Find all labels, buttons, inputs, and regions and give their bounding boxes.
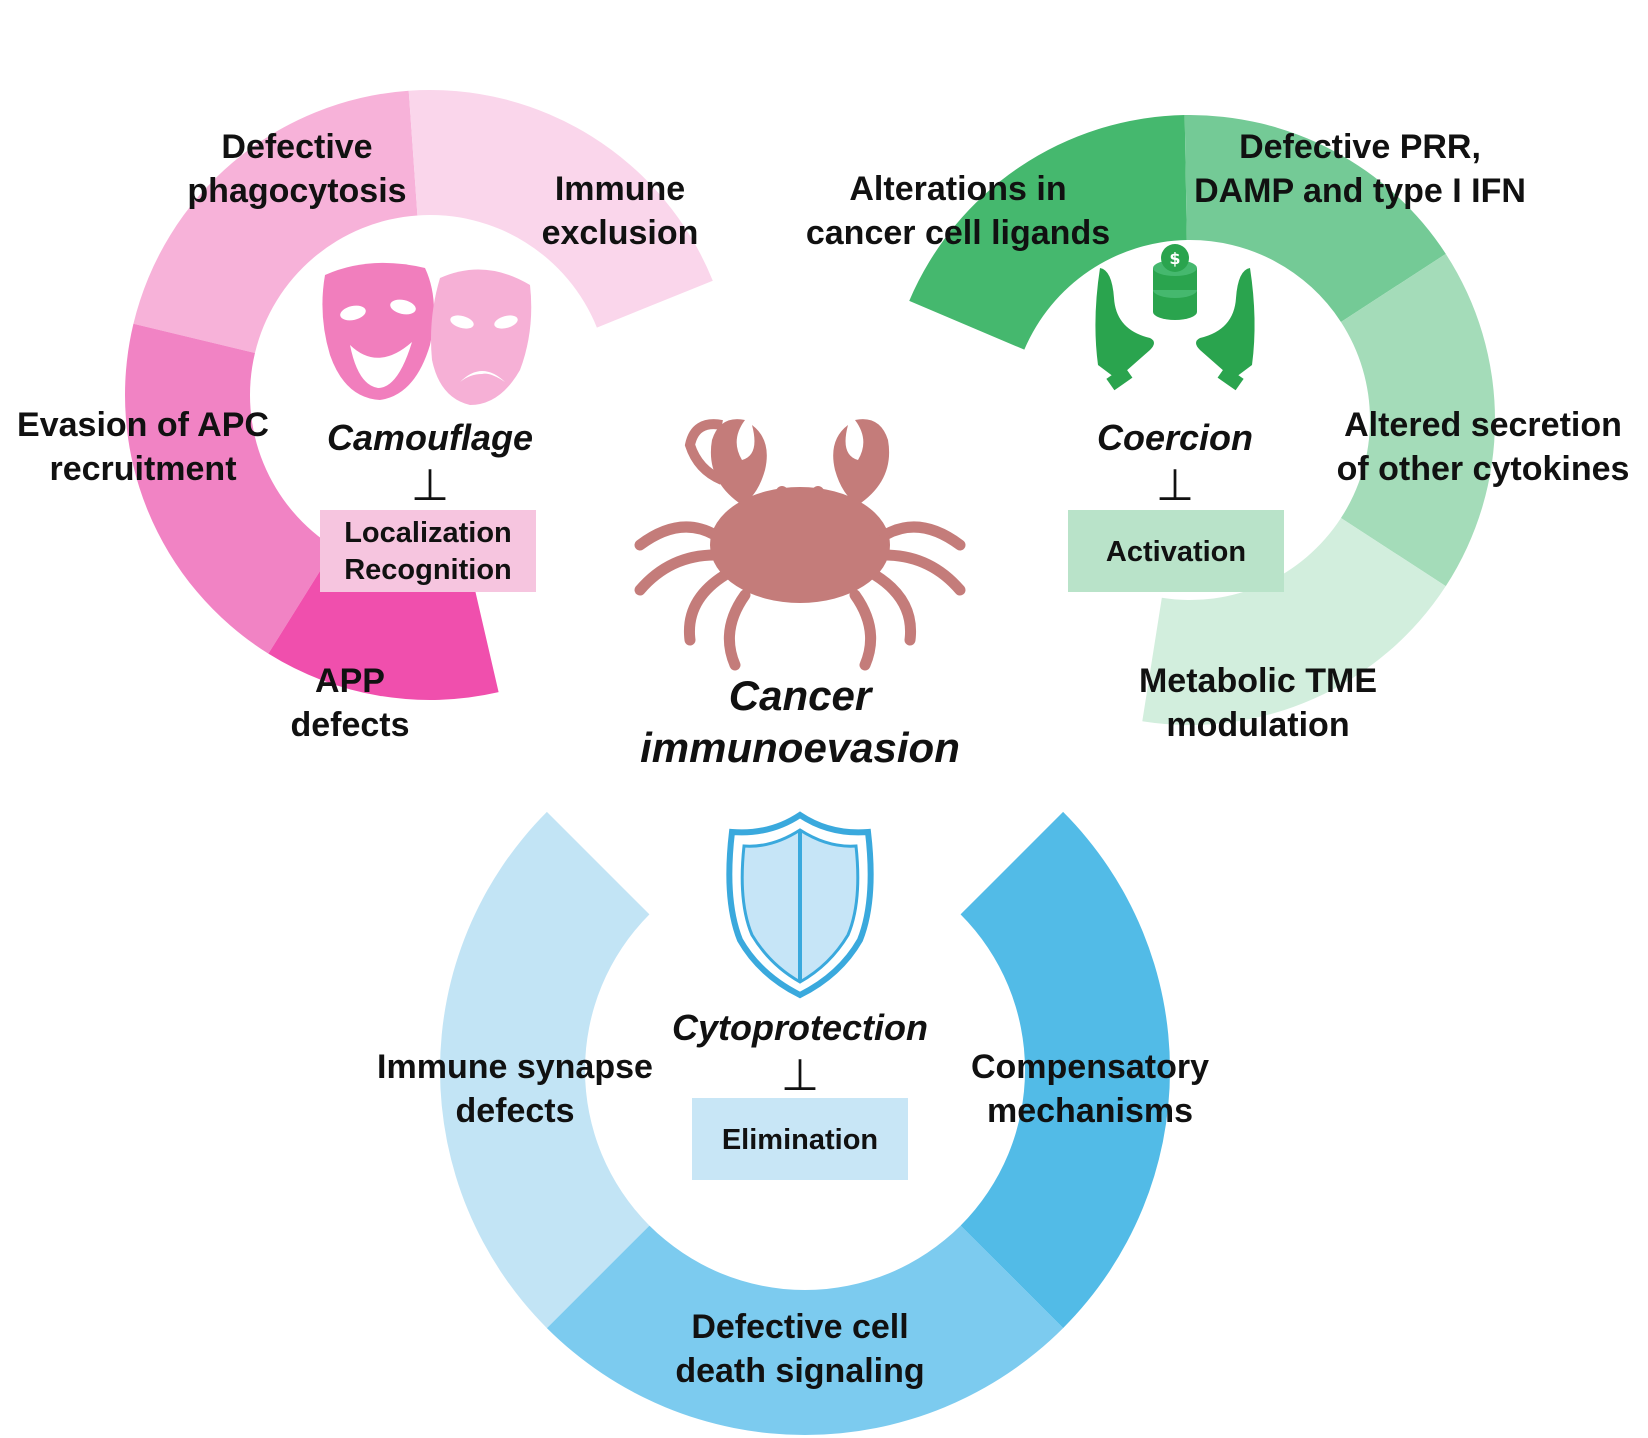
label-synapse-2: defects xyxy=(455,1092,574,1130)
inhibits-symbol-camouflage: ⊥ xyxy=(411,460,449,511)
camouflage-ring xyxy=(124,90,713,700)
segment-defective-prr-damp-ifn xyxy=(1184,115,1446,322)
label-compensatory-1: Compensatory xyxy=(971,1048,1209,1086)
label-cell-death-2: death signaling xyxy=(675,1352,924,1390)
label-app-defects-2: defects xyxy=(290,706,409,744)
camouflage-title: Camouflage xyxy=(327,417,533,458)
coercion-ring xyxy=(909,115,1496,725)
segment-cancer-cell-ligands xyxy=(909,115,1187,350)
label-cell-death-1: Defective cell xyxy=(691,1308,908,1346)
segment-immune-synapse-defects xyxy=(440,811,650,1329)
coercion-box xyxy=(1068,510,1284,592)
segment-metabolic-tme xyxy=(1142,518,1446,725)
crab-icon xyxy=(634,419,966,671)
label-prr-2: DAMP and type I IFN xyxy=(1194,172,1526,210)
box-localization: Localization xyxy=(344,517,512,549)
theater-masks-icon xyxy=(322,262,532,405)
label-ligands-2: cancer cell ligands xyxy=(806,214,1110,252)
segment-labels: Defective phagocytosis Immune exclusion … xyxy=(17,128,1629,1390)
label-defective-phagocytosis-1: Defective xyxy=(221,128,372,166)
label-compensatory-2: mechanisms xyxy=(987,1092,1193,1130)
segment-defective-phagocytosis xyxy=(133,90,418,353)
coercion-title: Coercion xyxy=(1097,417,1253,458)
label-synapse-1: Immune synapse xyxy=(377,1048,653,1086)
label-metabolic-2: modulation xyxy=(1166,706,1349,744)
shield-icon xyxy=(726,811,874,999)
center-title-line1: Cancer xyxy=(729,672,874,719)
box-activation: Activation xyxy=(1106,536,1246,568)
inhibits-symbol-coercion: ⊥ xyxy=(1156,460,1194,511)
camouflage-box xyxy=(320,510,536,592)
cytoprotection-title: Cytoprotection xyxy=(672,1007,928,1048)
label-app-defects-1: APP xyxy=(315,662,385,700)
label-evasion-apc-1: Evasion of APC xyxy=(17,406,269,444)
label-defective-phagocytosis-2: phagocytosis xyxy=(187,172,406,210)
box-recognition: Recognition xyxy=(344,554,512,586)
label-cytokines-2: of other cytokines xyxy=(1337,450,1630,488)
label-immune-exclusion-1: Immune xyxy=(555,170,685,208)
cytoprotection-box xyxy=(692,1098,908,1180)
svg-text:$: $ xyxy=(1169,249,1180,268)
segment-evasion-apc-recruitment xyxy=(124,323,335,654)
label-immune-exclusion-2: exclusion xyxy=(542,214,699,252)
cytoprotection-module: Cytoprotection ⊥ Elimination xyxy=(672,811,928,1180)
segment-compensatory-mechanisms xyxy=(960,811,1170,1329)
label-prr-1: Defective PRR, xyxy=(1239,128,1481,166)
camouflage-module: Camouflage ⊥ Localization Recognition xyxy=(320,262,536,592)
segment-defective-cell-death xyxy=(546,1225,1064,1436)
label-metabolic-1: Metabolic TME xyxy=(1139,662,1377,700)
coercion-module: $ Coercion ⊥ Activation xyxy=(1068,244,1284,592)
box-elimination: Elimination xyxy=(722,1124,878,1156)
segment-immune-exclusion xyxy=(408,90,713,328)
inhibits-symbol-cytoprotection: ⊥ xyxy=(781,1050,819,1101)
center-title-line2: immunoevasion xyxy=(640,724,960,771)
label-cytokines-1: Altered secretion xyxy=(1344,406,1622,444)
hands-money-icon: $ xyxy=(1095,244,1255,391)
segment-altered-cytokines xyxy=(1340,253,1496,587)
cytoprotection-ring xyxy=(440,811,1170,1436)
label-ligands-1: Alterations in xyxy=(849,170,1066,208)
label-evasion-apc-2: recruitment xyxy=(49,450,236,488)
